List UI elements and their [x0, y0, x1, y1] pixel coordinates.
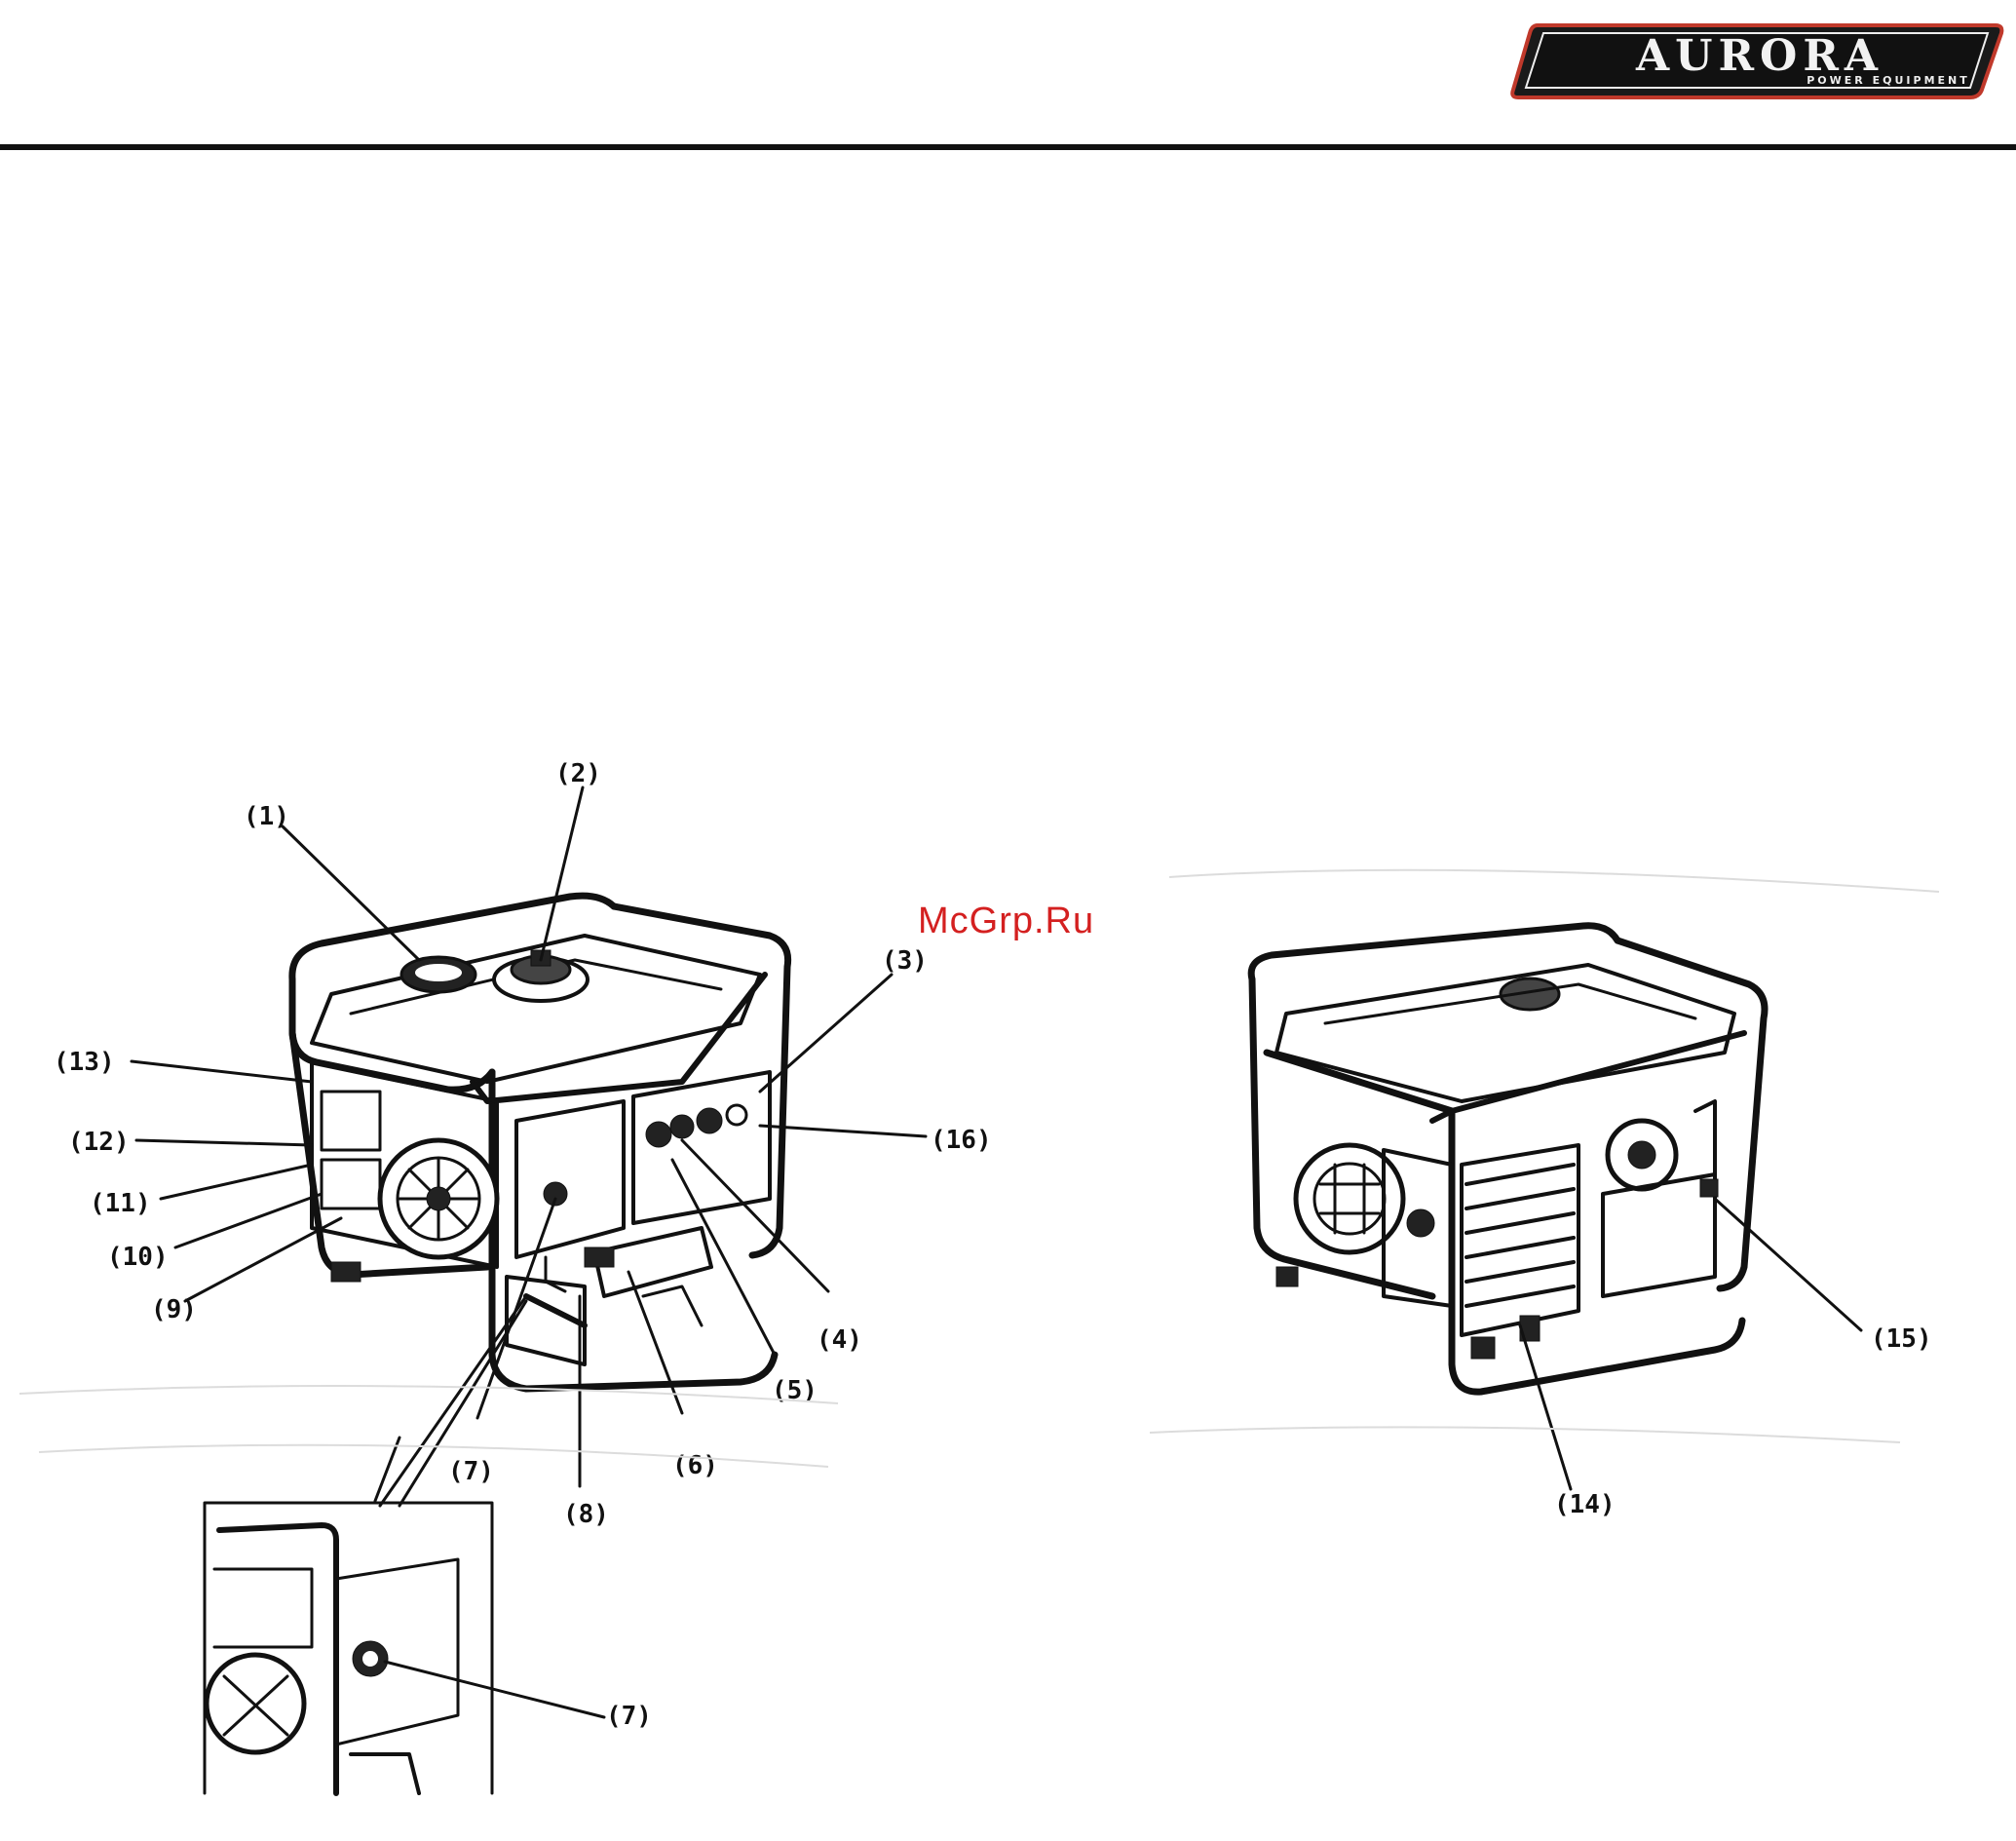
- callout-2: (2): [555, 759, 601, 788]
- callout-7-main: (7): [448, 1457, 494, 1486]
- callout-16: (16): [931, 1126, 992, 1155]
- callout-6: (6): [672, 1451, 718, 1480]
- callout-14: (14): [1554, 1490, 1616, 1519]
- generator-front-view: [292, 896, 788, 1389]
- callout-11: (11): [90, 1189, 151, 1218]
- callout-13: (13): [54, 1048, 115, 1077]
- callout-10: (10): [107, 1243, 169, 1272]
- watermark-text: McGrp.Ru: [918, 901, 1094, 942]
- callout-9: (9): [151, 1295, 197, 1324]
- callout-7-inset: (7): [606, 1702, 652, 1731]
- callout-4: (4): [817, 1325, 862, 1355]
- callout-3: (3): [882, 946, 928, 976]
- callout-15: (15): [1871, 1324, 1932, 1354]
- inset-detail: [205, 1438, 604, 1793]
- callout-1: (1): [244, 802, 289, 831]
- callout-12: (12): [68, 1128, 130, 1157]
- leader-lines-rear: [1520, 1199, 1861, 1489]
- callout-8: (8): [563, 1500, 609, 1529]
- generator-rear-view: [1251, 926, 1765, 1392]
